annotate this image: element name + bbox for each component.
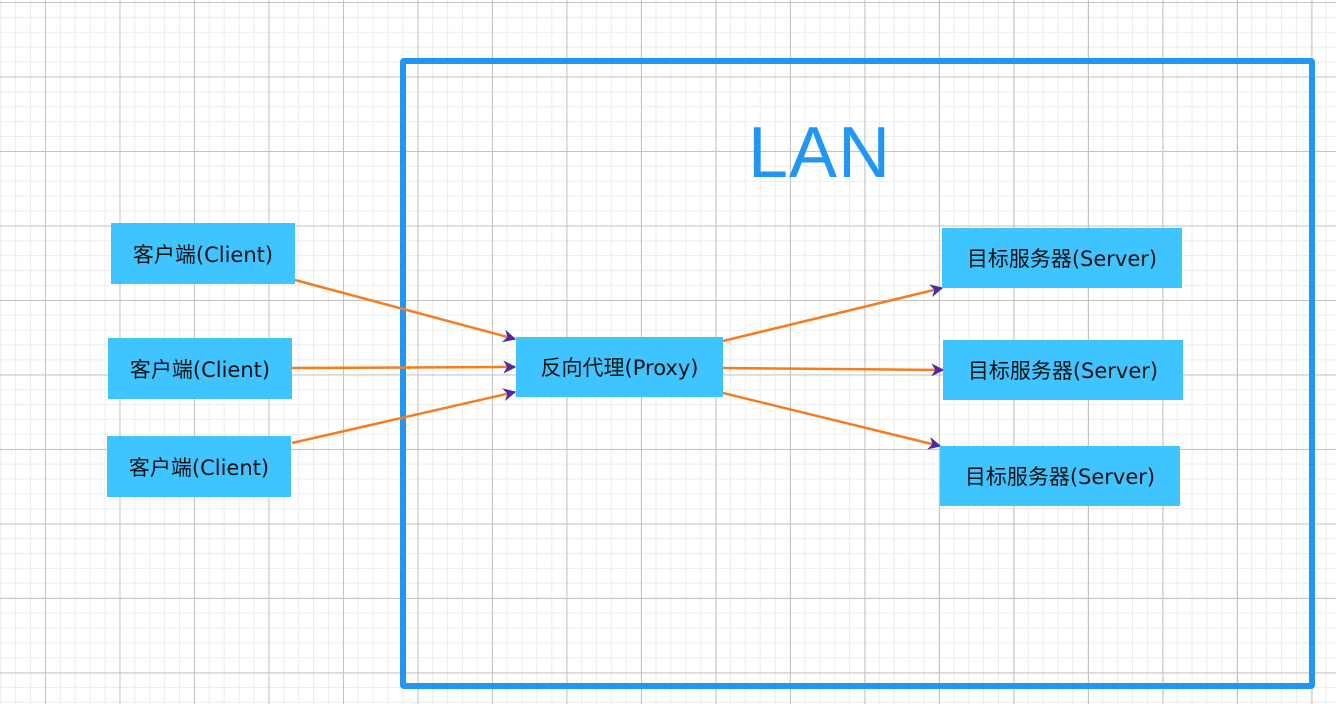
server-node-3[interactable]: 目标服务器(Server) <box>940 446 1180 506</box>
client-node-2[interactable]: 客户端(Client) <box>108 338 292 399</box>
client-node-3[interactable]: 客户端(Client) <box>107 436 291 497</box>
lan-label: LAN <box>748 113 892 193</box>
edge-proxy-to-server-2 <box>722 363 945 377</box>
server-node-2[interactable]: 目标服务器(Server) <box>943 340 1183 400</box>
edge-client-2-to-proxy <box>291 360 517 374</box>
edge-client-3-to-proxy <box>291 388 517 445</box>
edge-client-1-to-proxy <box>294 278 517 343</box>
lan-boundary <box>400 58 1315 689</box>
proxy-node[interactable]: 反向代理(Proxy) <box>516 337 723 397</box>
edge-proxy-to-server-3 <box>722 391 942 450</box>
server-node-1[interactable]: 目标服务器(Server) <box>942 228 1182 288</box>
client-node-1[interactable]: 客户端(Client) <box>111 223 295 284</box>
edge-proxy-to-server-1 <box>722 284 944 343</box>
